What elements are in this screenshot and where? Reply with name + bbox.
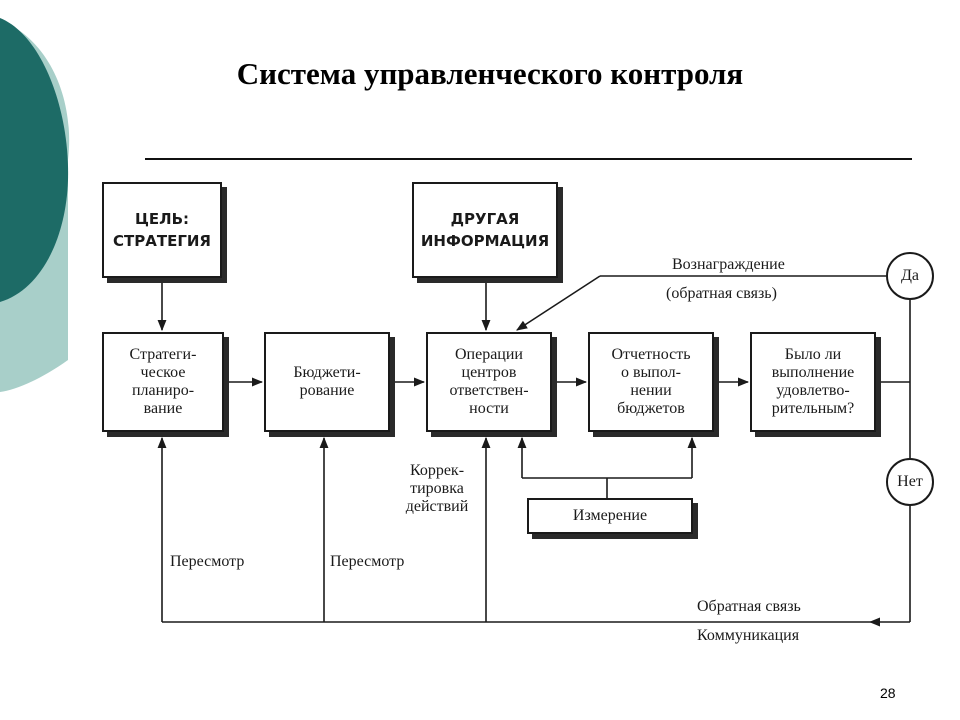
communication-label: Коммуникация xyxy=(697,627,800,644)
correction-label: Коррек- тировка действий xyxy=(405,462,469,515)
budgeting-box: Бюджети- рование xyxy=(264,332,390,432)
revision-label-1: Пересмотр xyxy=(170,553,245,570)
slide-number: 28 xyxy=(880,685,896,701)
other-information-box: ДРУГАЯ ИНФОРМАЦИЯ xyxy=(412,182,558,278)
measurement-box: Измерение xyxy=(527,498,693,534)
arrow-reward-to-operations xyxy=(516,275,601,331)
yes-decision-circle: Да xyxy=(886,252,934,300)
title-rule xyxy=(145,158,912,160)
slide-title: Система управленческого контроля xyxy=(236,56,744,91)
reward-label: Вознаграждение xyxy=(672,256,785,273)
slide-decoration xyxy=(0,18,70,392)
revision-label-2: Пересмотр xyxy=(330,553,405,570)
reporting-box: Отчетность о выпол- нении бюджетов xyxy=(588,332,714,432)
feedback-label: Обратная связь xyxy=(697,598,801,615)
no-decision-circle: Нет xyxy=(886,458,934,506)
operations-box: Операции центров ответствен- ности xyxy=(426,332,552,432)
goal-strategy-box: ЦЕЛЬ: СТРАТЕГИЯ xyxy=(102,182,222,278)
satisfactory-check-box: Было ли выполнение удовлетво- рительным? xyxy=(750,332,876,432)
strategic-planning-box: Стратеги- ческое планиро- вание xyxy=(102,332,224,432)
reward-feedback-label: (обратная связь) xyxy=(666,285,777,302)
